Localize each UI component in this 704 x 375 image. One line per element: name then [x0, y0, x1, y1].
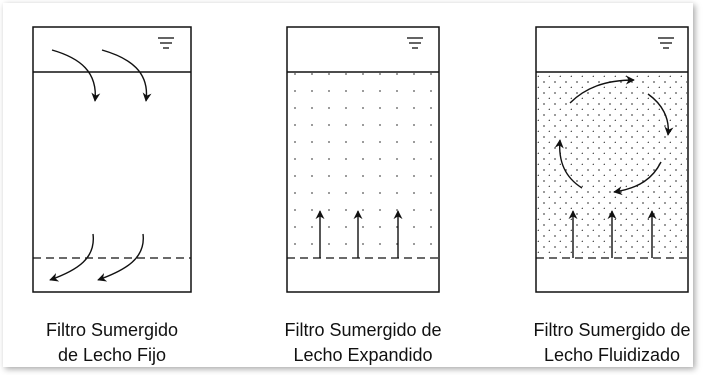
- circulation-arrow-left: [554, 139, 583, 189]
- water-level-symbol-3: [658, 37, 674, 49]
- caption-fixed-bed-line1: Filtro Sumergido: [45, 320, 179, 340]
- caption-fixed-bed: Filtro Sumergido de Lecho Fijo: [2, 318, 222, 368]
- reactor-expanded-bed: [286, 26, 440, 293]
- circulation-arrow-bottom: [613, 161, 662, 196]
- circulation-arrow-top: [569, 75, 635, 104]
- water-level-symbol-1: [158, 37, 174, 49]
- water-level-symbol-2: [407, 37, 423, 49]
- reactor-2-bed-particles: [288, 73, 438, 257]
- flow-arrow-out-1: [49, 233, 94, 282]
- reactor-3-tank: [535, 26, 689, 293]
- caption-expanded-bed-line1: Filtro Sumergido de: [284, 320, 442, 340]
- caption-expanded-bed-line2: Lecho Expandido: [293, 345, 433, 365]
- reactor-fixed-bed: [32, 26, 192, 293]
- flow-arrow-down-2: [101, 49, 152, 102]
- caption-fluidized-bed-line1: Filtro Sumergido de: [533, 320, 691, 340]
- reactor-fluidized-bed: [535, 26, 689, 293]
- flow-arrow-out-2: [97, 233, 144, 282]
- caption-fluidized-bed-line2: Lecho Fluidizado: [543, 345, 681, 365]
- reactor-2-tank: [286, 26, 440, 293]
- circulation-arrow-right: [647, 93, 674, 136]
- caption-fixed-bed-line2: de Lecho Fijo: [57, 345, 167, 365]
- caption-expanded-bed: Filtro Sumergido de Lecho Expandido: [253, 318, 473, 368]
- reactor-1-tank: [32, 26, 192, 293]
- flow-arrow-down-1: [51, 49, 101, 102]
- caption-fluidized-bed: Filtro Sumergido de Lecho Fluidizado: [502, 318, 704, 368]
